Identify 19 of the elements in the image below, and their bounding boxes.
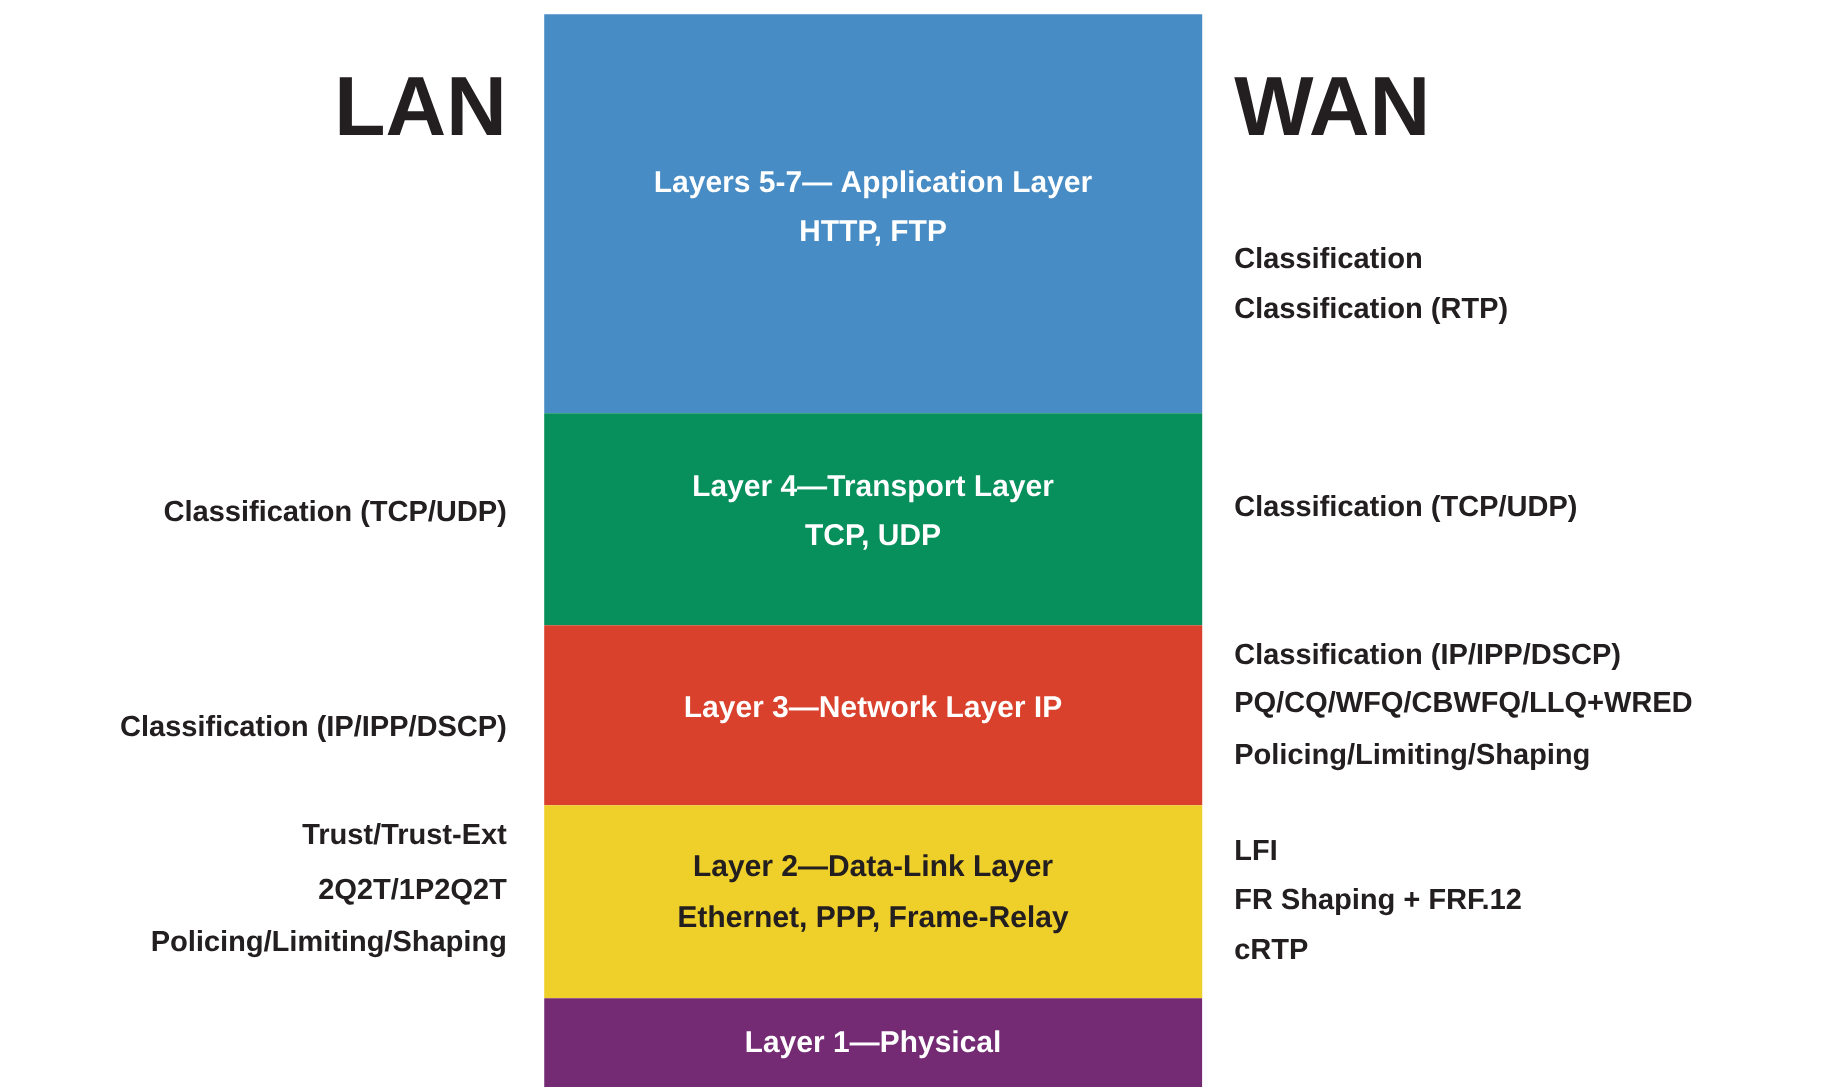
layer-band: Layer 1—Physical bbox=[544, 998, 1203, 1087]
layer-band: Layers 5-7— Application Layer HTTP, FTP bbox=[544, 14, 1203, 414]
qos-feature-text: Classification (RTP) bbox=[1235, 297, 1507, 325]
qos-feature-text: LFI bbox=[1236, 840, 1276, 860]
qos-feature-text: PQ/CQ/WFQ/CBWFQ/LLQ+WRED bbox=[1236, 691, 1692, 718]
qos-feature-text: 2Q2T/1P2Q2T bbox=[319, 878, 507, 905]
qos-feature-text: Classification bbox=[1235, 247, 1421, 269]
layer-band: Layer 4—Transport Layer TCP, UDP bbox=[544, 413, 1203, 626]
qos-feature-text: Classification (IP/IPP/DSCP) bbox=[1235, 643, 1620, 671]
qos-feature-text: Classification (TCP/UDP) bbox=[164, 500, 506, 528]
qos-feature-text: FR Shaping + FRF.12 bbox=[1236, 888, 1521, 916]
qos-feature-text: cRTP bbox=[1235, 939, 1308, 960]
qos-feature-text: Policing/Limiting/Shaping bbox=[1236, 743, 1589, 771]
qos-feature-text: Classification (TCP/UDP) bbox=[1235, 495, 1576, 523]
qos-feature-text: Classification (IP/IPP/DSCP) bbox=[121, 715, 506, 743]
layer-band: Layer 2—Data-Link Layer Ethernet, PPP, Frame-Relay bbox=[544, 805, 1203, 999]
qos-feature-text: Policing/Limiting/Shaping bbox=[152, 930, 505, 958]
qos-feature-text: Trust/Trust-Ext bbox=[302, 823, 507, 845]
layer-band: Layer 3—Network Layer IP bbox=[544, 625, 1203, 806]
